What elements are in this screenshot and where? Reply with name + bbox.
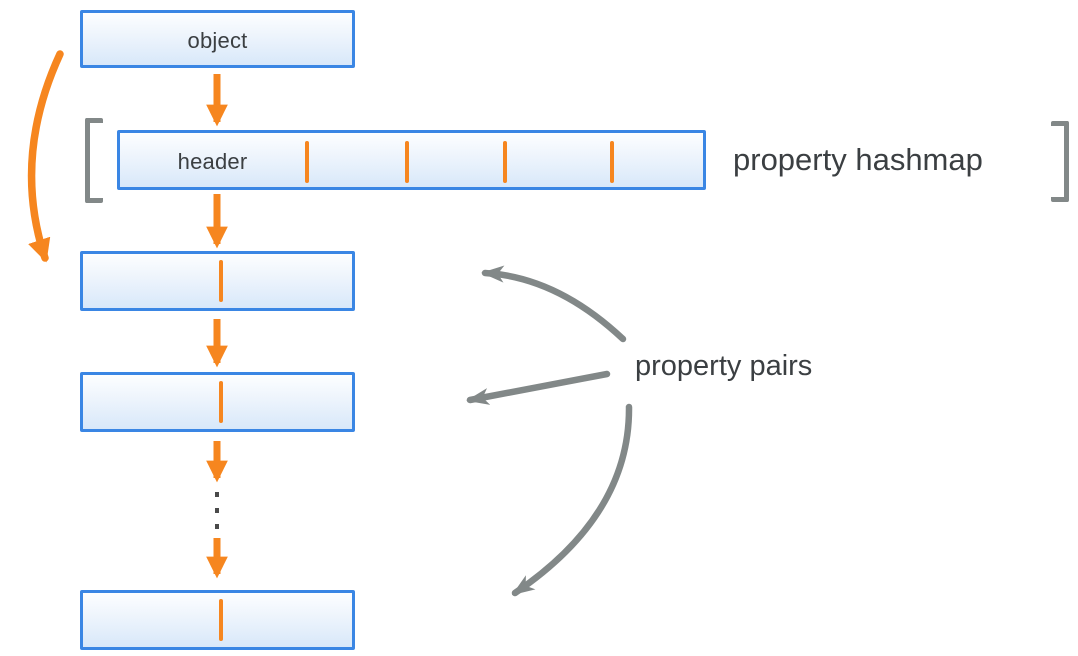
header-label: header bbox=[177, 149, 248, 174]
ellipsis-dot bbox=[215, 508, 219, 513]
object-to-pairs-curved-arrow bbox=[27, 50, 64, 263]
hashmap-bracket-left bbox=[85, 118, 103, 203]
ellipsis-dot bbox=[215, 492, 219, 497]
hashmap-slot-divider bbox=[503, 141, 507, 183]
property-pair-box-1 bbox=[80, 251, 355, 311]
object-box: object bbox=[80, 10, 355, 68]
hashmap-slot-divider bbox=[405, 141, 409, 183]
property-pair-box-3 bbox=[80, 590, 355, 650]
pair-divider bbox=[219, 599, 223, 641]
pairs-annotation-arrow-middle bbox=[466, 370, 611, 405]
hashmap-slot-divider bbox=[305, 141, 309, 183]
property-hashmap-label: property hashmap bbox=[733, 142, 983, 177]
pairs-annotation-arrow-top bbox=[481, 265, 627, 343]
hashmap-bracket-right bbox=[1051, 121, 1069, 202]
property-pairs-label: property pairs bbox=[635, 350, 813, 382]
pair-divider bbox=[219, 381, 223, 423]
hashmap-box: header bbox=[117, 130, 706, 190]
pairs-annotation-arrow-bottom bbox=[511, 403, 633, 597]
ellipsis-dot bbox=[215, 524, 219, 529]
property-pair-box-2 bbox=[80, 372, 355, 432]
hashmap-slot-divider bbox=[610, 141, 614, 183]
ellipsis bbox=[215, 492, 219, 529]
object-label: object bbox=[187, 28, 248, 53]
pair-divider bbox=[219, 260, 223, 302]
